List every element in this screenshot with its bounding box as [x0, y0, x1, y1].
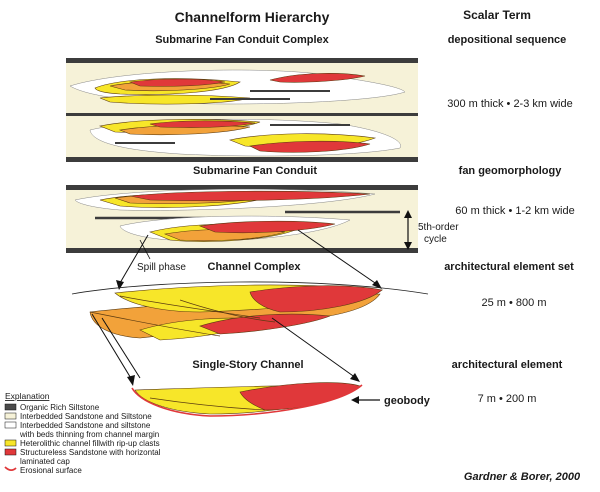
credit-text: Gardner & Borer, 2000	[464, 471, 581, 483]
legend-label-organic-siltstone: Organic Rich Siltstone	[20, 403, 100, 412]
legend-label-thinning-beds-line2: with beds thinning from channel margin	[19, 430, 159, 439]
complex-mid-bed	[66, 113, 418, 116]
single-story-internal-surface	[149, 397, 266, 411]
complex-internal-surface-2	[179, 299, 276, 323]
diagram-title: Channelform Hierarchy	[175, 9, 330, 25]
complex-internal-surface-3	[89, 311, 221, 337]
level-1-name: Submarine Fan Conduit Complex	[155, 34, 329, 46]
spill-phase-leader	[139, 239, 151, 260]
level-1-dims: 300 m thick • 2-3 km wide	[447, 98, 573, 110]
legend-swatch-interbedded	[4, 412, 17, 420]
level-3-name: Channel Complex	[208, 261, 302, 273]
legend-title: Explanation	[5, 391, 50, 401]
zoom-arrows-upper	[116, 229, 382, 290]
complex-top-bed	[66, 58, 418, 63]
level-4-dims: 7 m • 200 m	[478, 393, 537, 405]
complex-top-surface	[71, 281, 429, 295]
conduit-base-bed	[66, 248, 418, 253]
level-4-name: Single-Story Channel	[192, 359, 303, 371]
cycle-bracket	[404, 210, 412, 250]
level-2-term: fan geomorphology	[459, 165, 563, 177]
single-story-panel	[131, 382, 363, 417]
level-2-name: Submarine Fan Conduit	[193, 165, 317, 177]
legend-label-structureless-line2: laminated cap	[20, 457, 70, 466]
spill-phase-label: Spill phase	[137, 262, 186, 273]
legend-swatch-organic-siltstone	[4, 403, 17, 411]
zoom-arrows-lower	[91, 313, 360, 386]
cycle-label-line2: cycle	[424, 234, 447, 245]
channel-complex-panel	[71, 281, 429, 341]
complex-upper-red	[128, 78, 226, 87]
geobody-arrowhead	[351, 396, 359, 404]
level-3-dims: 25 m • 800 m	[482, 297, 547, 309]
cycle-label-line1: 5th-order	[418, 222, 459, 233]
complex-upper-red-2	[269, 73, 366, 83]
level-4-term: architectural element	[452, 359, 563, 371]
conduit-upper-red	[129, 190, 371, 202]
conduit-top-bed	[66, 185, 418, 190]
legend-swatch-structureless	[4, 448, 17, 456]
legend-swatch-thinning-beds	[4, 421, 17, 429]
conduit-complex-panel	[66, 58, 418, 162]
complex-lower-red-2	[249, 140, 371, 153]
scalar-term-header: Scalar Term	[463, 8, 531, 22]
level-2-dims: 60 m thick • 1-2 km wide	[455, 205, 574, 217]
fan-conduit-panel	[66, 185, 418, 253]
explanation-legend: Explanation Organic Rich Siltstone Inter…	[4, 391, 161, 475]
level-3-term: architectural element set	[444, 261, 574, 273]
legend-label-structureless: Structureless Sandstone with horizontal	[20, 448, 161, 457]
legend-swatch-erosional	[4, 466, 17, 472]
geobody-label: geobody	[384, 395, 431, 407]
legend-swatch-heterolithic	[4, 439, 17, 447]
level-1-term: depositional sequence	[448, 34, 567, 46]
legend-label-interbedded: Interbedded Sandstone and Siltstone	[20, 412, 152, 421]
legend-label-erosional: Erosional surface	[20, 466, 82, 475]
channel-complex-red-2	[199, 313, 331, 335]
conduit-lower-red	[198, 220, 336, 234]
legend-label-heterolithic: Heterolithic channel fillwith rip-up cla…	[20, 439, 160, 448]
single-story-erosional-base	[131, 384, 363, 417]
legend-label-thinning-beds: Interbedded Sandstone and siltstone	[20, 421, 151, 430]
channel-complex-red	[249, 285, 383, 313]
complex-lower-red	[149, 120, 256, 128]
complex-internal-surface-1	[119, 295, 261, 319]
complex-base-bed	[66, 157, 418, 162]
